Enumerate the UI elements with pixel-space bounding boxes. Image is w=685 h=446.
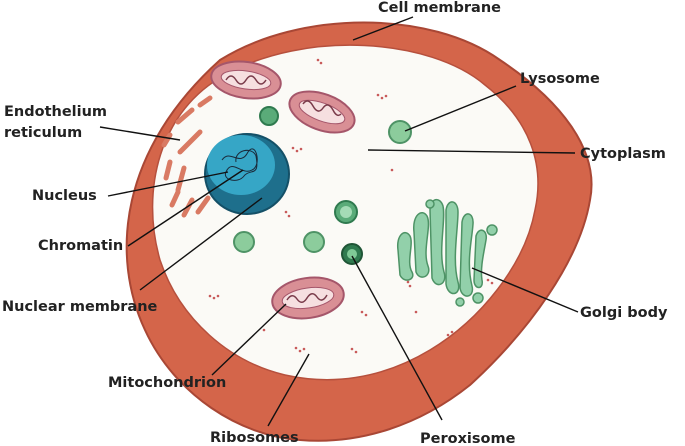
leader-endothelium: [99, 126, 181, 141]
mitochondrion-bottom: [271, 276, 345, 320]
label-ribosomes: Ribosomes: [210, 430, 299, 446]
leader-mitochondrion: [211, 303, 287, 376]
label-mitochondrion: Mitochondrion: [108, 375, 226, 391]
leader-ribosomes: [267, 353, 310, 427]
label-nucleus: Nucleus: [32, 188, 97, 204]
leader-lysosome: [404, 85, 517, 132]
vesicle: [303, 231, 325, 253]
golgi-body-shape: [396, 198, 498, 307]
ribosomes-dots: [208, 58, 494, 354]
leader-nucleus: [107, 171, 229, 197]
reticulum-segment: [169, 189, 181, 208]
leader-peroxisome: [351, 255, 443, 421]
reticulum-segment: [163, 159, 173, 181]
label-cell-membrane: Cell membrane: [378, 0, 501, 16]
label-golgi-body: Golgi body: [580, 305, 668, 321]
reticulum-segment: [197, 95, 213, 108]
reticulum-group: [161, 95, 213, 218]
label-nuclear-membrane: Nuclear membrane: [2, 299, 158, 315]
label-lysosome: Lysosome: [520, 71, 600, 87]
reticulum-segment: [195, 195, 211, 215]
vesicle: [233, 231, 255, 253]
vesicle: [340, 206, 352, 218]
reticulum-segment: [175, 165, 187, 193]
vesicle: [259, 106, 279, 126]
reticulum-segment: [181, 197, 195, 218]
leader-cell-membrane: [352, 16, 414, 41]
mitochondrion-top-left: [210, 60, 282, 100]
mitochondrion-top-right: [288, 90, 356, 134]
reticulum-segment: [161, 132, 173, 148]
label-endothelium-line1: Endothelium: [4, 104, 107, 120]
green-organelles: [233, 106, 412, 265]
nucleus: [204, 133, 290, 215]
leader-golgi: [471, 267, 579, 313]
label-endothelium-line2: reticulum: [4, 125, 82, 141]
lysosome-shape: [388, 120, 412, 144]
leader-cytoplasm: [367, 149, 576, 154]
reticulum-segment: [177, 129, 203, 155]
leader-chromatin: [127, 169, 244, 247]
peroxisome-core: [347, 249, 357, 259]
nucleus-core: [207, 135, 275, 195]
reticulum-segment: [175, 107, 195, 125]
label-chromatin: Chromatin: [38, 238, 123, 254]
leader-nuclear-membrane: [139, 197, 263, 291]
leader-lines: [99, 16, 579, 427]
label-cytoplasm: Cytoplasm: [580, 146, 666, 162]
label-peroxisome: Peroxisome: [420, 431, 516, 446]
labels: Cell membrane Lysosome Endothelium retic…: [2, 0, 668, 446]
